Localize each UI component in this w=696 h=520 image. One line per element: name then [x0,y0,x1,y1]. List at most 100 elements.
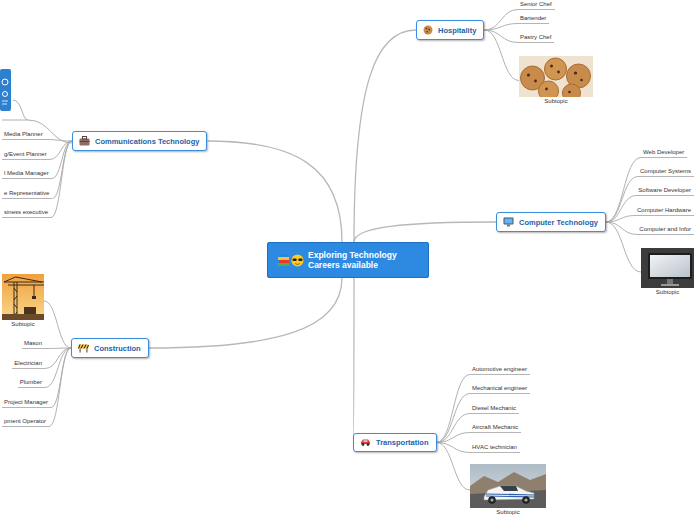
node-text: Plumber [20,379,42,385]
node-text: HVAC technician [472,444,517,450]
node-text: Subtopic [470,508,546,516]
branch-line [354,30,416,242]
branch-line [353,278,354,443]
node-text: Software Developer [638,187,691,193]
leaf-topic: Mechanical engineer [470,385,530,394]
node-text: Hospitality [438,26,476,35]
image-subtopic: Subtopic [470,464,546,516]
leaf-topic: g/Event Planner [2,151,50,160]
leaf-topic: Computer and Infor [637,226,694,235]
node-text: Bartender [520,15,546,21]
branch-line [437,394,471,443]
main-topic: Transportation [353,433,437,452]
leaf-topic: Computer Hardware [635,207,694,216]
leaf-topic: Software Developer [636,187,694,196]
topic-icon [423,25,433,35]
node-text: l Media Manager [4,170,49,176]
node-text: e Representative [4,190,49,196]
branch-line [606,222,641,272]
leaf-topic: Plumber [18,379,45,388]
topic-icon [360,438,371,447]
branch-line [484,30,519,81]
topic-icon [78,343,89,353]
node-text: Subtopic [641,288,694,296]
node-text: Media Planner [4,131,43,137]
image-subtopic: Subtopic [2,274,44,328]
main-topic: Communications Technology [72,131,207,151]
node-text: g/Event Planner [4,151,47,157]
branch-line [437,443,471,491]
branch-line [44,301,71,348]
leaf-topic: HVAC technician [470,444,520,453]
node-text: Computer and Infor [639,226,691,232]
node-text: Subtopic [519,97,593,105]
branch-line [606,216,635,223]
node-text: Computer Systems [640,168,691,174]
leaf-topic: Aircraft Mechanic [470,424,521,433]
node-text: Project Manager [4,399,48,405]
leaf-topic: Computer Systems [638,168,694,177]
branch-line [606,177,638,223]
node-text: Senior Chef [520,1,552,7]
main-topic: Construction [71,338,149,358]
branch-line [45,348,71,388]
main-topic: Computer Technology [496,212,606,232]
node-text: Transportation [376,438,429,447]
node-text: Computer Hardware [637,207,691,213]
main-topic: Hospitality [416,20,484,40]
leaf-topic: Electrician [12,360,45,369]
subtopic-picture [641,248,694,288]
topic-icon [278,254,304,267]
branch-line [437,433,471,443]
node-text: Computer Technology [519,218,598,227]
leaf-topic: Media Planner [2,131,46,140]
branch-line [51,141,72,218]
node-text: Electrician [14,360,42,366]
branch-line [208,141,343,242]
topic-icon [503,217,514,227]
subtopic-picture [2,274,44,320]
leaf-topic: pment Operator [2,418,49,427]
branch-line [149,278,342,348]
leaf-topic: Diesel Mechanic [470,405,519,414]
subtopic-picture [470,464,546,508]
leader-line [2,120,72,143]
node-text: Automotive engineer [472,366,527,372]
node-text: pment Operator [4,418,46,424]
branch-line [52,141,72,199]
leaf-topic: Bartender [518,15,549,24]
image-subtopic: Subtopic [519,56,593,105]
leaf-topic: Web Developer [641,149,687,158]
topic-icon [79,136,90,146]
node-text: Subtopic [2,320,44,328]
node-text: siness executive [4,209,48,215]
branch-line [437,414,471,443]
image-subtopic: Subtopic [641,248,694,296]
leaf-topic: e Representative [2,190,52,199]
node-text: Communications Technology [95,137,199,146]
comms-image [0,69,11,111]
branch-line [484,10,518,31]
node-text: Diesel Mechanic [472,405,516,411]
leaf-topic: Automotive engineer [470,366,530,375]
leaf-topic: Mason [22,340,45,349]
leader-line [13,100,28,120]
node-text: Construction [94,344,141,353]
subtopic-picture [519,56,593,97]
leaf-topic: Senior Chef [518,1,555,10]
node-text: Mason [24,340,42,346]
branch-line [354,222,496,242]
central-topic: Exploring Technology Careers available [267,242,429,278]
branch-line [484,24,518,31]
node-text: Aircraft Mechanic [472,424,518,430]
node-text: Exploring Technology Careers available [308,250,416,270]
leaf-topic: Pastry Chef [518,34,554,43]
node-text: Mechanical engineer [472,385,527,391]
branch-line [606,196,636,223]
leaf-topic: l Media Manager [2,170,52,179]
leaf-topic: Project Manager [2,399,51,408]
branch-line [49,348,71,427]
branch-line [437,375,471,443]
leaf-topic: siness executive [2,209,51,218]
